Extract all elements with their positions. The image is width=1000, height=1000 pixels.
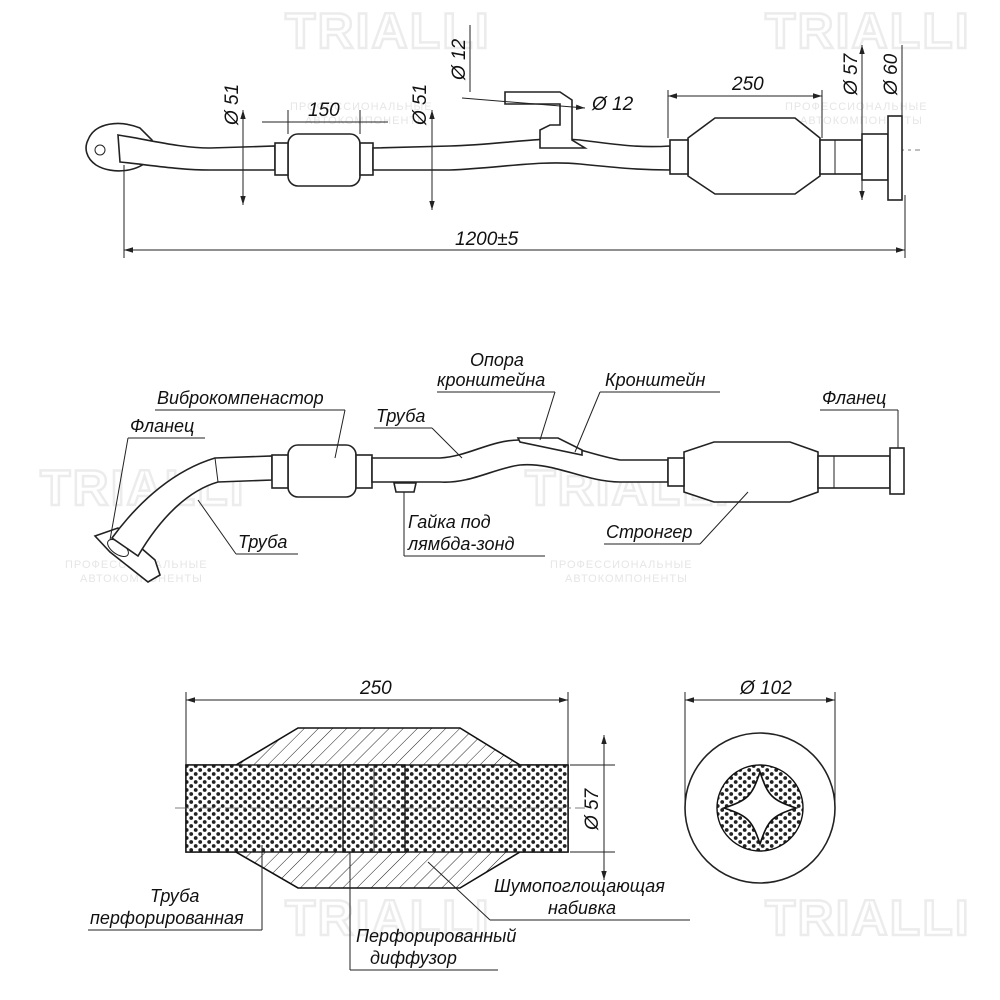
label-nut-line2: лямбда-зонд: [407, 534, 514, 554]
label-pipe-mid: Труба: [376, 406, 425, 426]
label-packing-line1: Шумопоглощающая: [494, 876, 665, 896]
watermark-tagline: АВТОКОМПОНЕНТЫ: [565, 573, 688, 585]
right-flange-side: [889, 447, 905, 495]
dim-end-diameter-102: Ø 102: [739, 678, 792, 699]
watermark-tagline: АВТОКОМПОНЕНТЫ: [305, 115, 428, 127]
watermark-brand: TRIALLI: [765, 890, 971, 946]
label-bracket: Кронштейн: [605, 370, 705, 390]
lambda-nut: [393, 482, 417, 493]
dim-catalyst-length: 250: [731, 74, 764, 95]
dim-diameter-51-right: Ø 51: [410, 84, 431, 126]
inlet-pipe: [117, 134, 276, 171]
label-diffuser-line1: Перфорированный: [356, 926, 516, 946]
side-view: Фланец Виброкомпенастор Труба Опора крон…: [93, 350, 905, 583]
label-perf-pipe-line2: перфорированная: [90, 908, 244, 928]
dim-diameter-60: Ø 60: [881, 53, 902, 96]
watermark-brand: TRIALLI: [285, 890, 491, 946]
label-perf-pipe-line1: Труба: [150, 886, 199, 906]
top-view: 1200±5 150 Ø 51 Ø 51 Ø 12 Ø 12 250 Ø 57 …: [85, 25, 920, 258]
label-pipe-lower: Труба: [238, 532, 287, 552]
label-flex-pipe: Виброкомпенастор: [157, 388, 324, 408]
dim-flex-length: 150: [308, 100, 340, 121]
flex-bellows-side: [287, 444, 357, 498]
dim-section-length: 250: [359, 678, 392, 699]
dim-diameter-12-top: Ø 12: [449, 38, 470, 81]
catalyst-side: [683, 441, 819, 503]
label-stronger: Стронгер: [606, 522, 692, 542]
right-flange: [861, 133, 889, 181]
mid-pipe: [372, 138, 671, 171]
catalyst-body: [687, 117, 821, 195]
dim-section-diameter-57: Ø 57: [582, 787, 603, 831]
label-flange-right: Фланец: [822, 388, 886, 408]
label-nut-line1: Гайка под: [408, 512, 491, 532]
end-view-diffuser: [721, 769, 799, 847]
dim-diameter-51-left: Ø 51: [222, 84, 243, 126]
mid-pipe-side: [371, 439, 669, 483]
watermark-tagline: ПРОФЕССИОНАЛЬНЫЕ: [550, 559, 693, 571]
watermark-tagline: АВТОКОМПОНЕНТЫ: [80, 573, 203, 585]
dim-diameter-57: Ø 57: [841, 52, 862, 96]
label-diffuser-line2: диффузор: [370, 948, 457, 968]
flex-bellows: [287, 133, 361, 187]
bracket-side: [516, 437, 583, 456]
watermark-brand: TRIALLI: [285, 3, 491, 59]
label-flange-left: Фланец: [130, 416, 194, 436]
label-packing-line2: набивка: [548, 898, 616, 918]
label-support-line2: кронштейна: [437, 370, 545, 390]
watermark-tagline: АВТОКОМПОНЕНТЫ: [800, 115, 923, 127]
section-view: 250 Ø 57 Ø 102 Труба перфорированная Шум…: [88, 678, 836, 971]
watermark-tagline: ПРОФЕССИОНАЛЬНЫЕ: [785, 101, 928, 113]
watermark-tagline: ПРОФЕССИОНАЛЬНЫЕ: [290, 101, 433, 113]
dim-overall-length: 1200±5: [455, 229, 519, 250]
dim-diameter-12-side: Ø 12: [591, 94, 634, 115]
label-support-line1: Опора: [470, 350, 524, 370]
watermark-brand: TRIALLI: [765, 3, 971, 59]
